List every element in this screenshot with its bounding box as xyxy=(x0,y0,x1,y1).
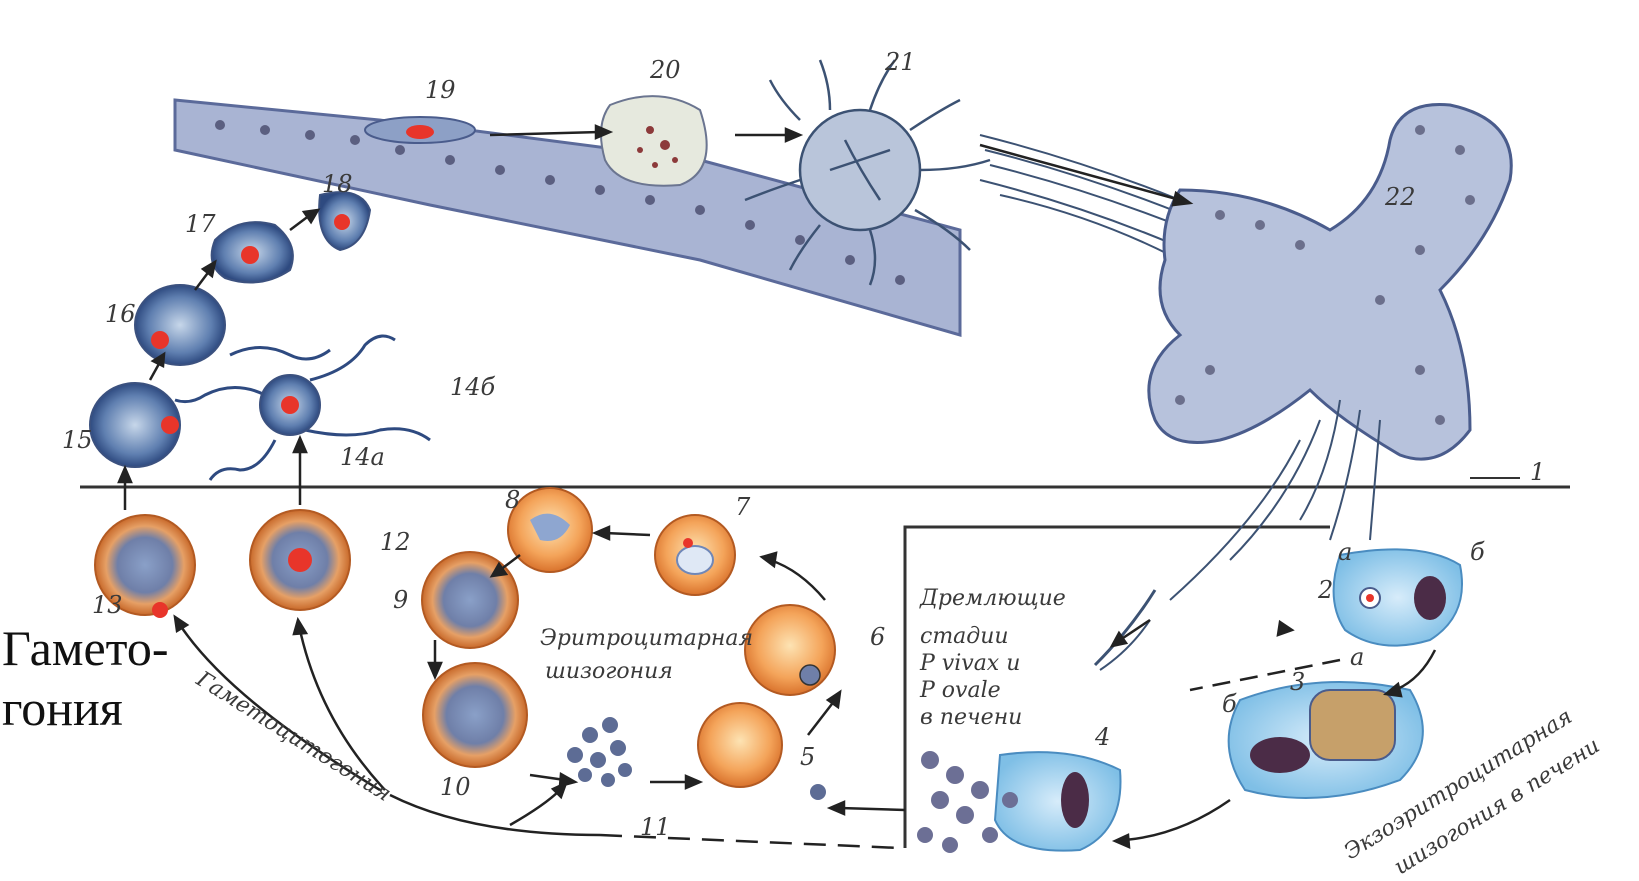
dormant-hypnozoite xyxy=(1095,590,1155,665)
label-4: 4 xyxy=(1094,723,1110,751)
stage-19-ookinete xyxy=(365,117,475,143)
stage-4-mature-liver-schizont xyxy=(917,751,1121,853)
stage-3-liver-schizont xyxy=(1229,682,1423,798)
label-20: 20 xyxy=(649,56,681,84)
stage-6-merozoite-entering xyxy=(745,605,835,695)
label-b-top: б xyxy=(1470,538,1485,566)
label-16: 16 xyxy=(105,300,136,328)
label-18: 18 xyxy=(322,170,353,198)
label-9: 9 xyxy=(393,586,408,614)
caption-dormant-line3: P vivax и xyxy=(919,651,1020,676)
caption-dormant-line2: стадии xyxy=(920,624,1009,649)
stage-16-zygote xyxy=(135,285,225,365)
caption-gametocytogony: Гаметоцитогония xyxy=(191,666,395,807)
label-a-top: а xyxy=(1338,538,1352,566)
label-13: 13 xyxy=(92,591,123,619)
stage-18-ookinete xyxy=(319,192,370,250)
caption-erythro-line1: Эритроцитарная xyxy=(540,626,753,651)
label-10: 10 xyxy=(440,773,471,801)
label-6: 6 xyxy=(870,623,885,651)
label-19: 19 xyxy=(425,76,456,104)
label-17: 17 xyxy=(185,210,216,238)
stage-7-ring-trophozoite xyxy=(655,515,735,595)
stage-10-mature-schizont xyxy=(423,663,527,767)
stage-11-merozoites xyxy=(567,717,632,787)
caption-dormant-line4: P ovale xyxy=(919,678,1001,703)
stage-14-microgametocyte-exflagellation xyxy=(175,336,430,480)
label-b-mid: б xyxy=(1222,690,1237,718)
label-14a: 14а xyxy=(340,443,385,471)
side-title: Гамето- гония xyxy=(2,618,169,738)
stage-17-zygote xyxy=(212,222,293,282)
label-21: 21 xyxy=(884,48,916,76)
stage-15-macrogamete xyxy=(90,383,180,467)
label-11: 11 xyxy=(640,813,671,841)
label-12: 12 xyxy=(380,528,411,556)
label-15: 15 xyxy=(62,426,93,454)
caption-erythro-line2: шизогония xyxy=(545,659,673,684)
label-14b: 14б xyxy=(450,373,496,401)
stage-2-liver-cell xyxy=(1334,549,1462,645)
side-title-line2: гония xyxy=(2,678,169,738)
stage-22-salivary-gland xyxy=(1149,104,1511,459)
label-a-mid: а xyxy=(1350,643,1364,671)
label-2: 2 xyxy=(1317,576,1333,604)
label-8: 8 xyxy=(505,486,520,514)
label-7: 7 xyxy=(735,493,751,521)
label-1: 1 xyxy=(1530,458,1545,486)
sporozoites-to-liver xyxy=(1100,400,1380,670)
caption-dormant-line5: в печени xyxy=(920,705,1022,730)
label-3: 3 xyxy=(1290,668,1305,696)
stage-8-schizont xyxy=(508,488,592,572)
side-title-line1: Гамето- xyxy=(2,618,169,678)
label-22: 22 xyxy=(1384,183,1416,211)
stage-20-oocyst xyxy=(601,96,707,186)
stage-12-microgametocyte xyxy=(250,510,350,610)
label-5: 5 xyxy=(800,743,815,771)
caption-dormant-line1: Дремлющие xyxy=(919,586,1066,611)
